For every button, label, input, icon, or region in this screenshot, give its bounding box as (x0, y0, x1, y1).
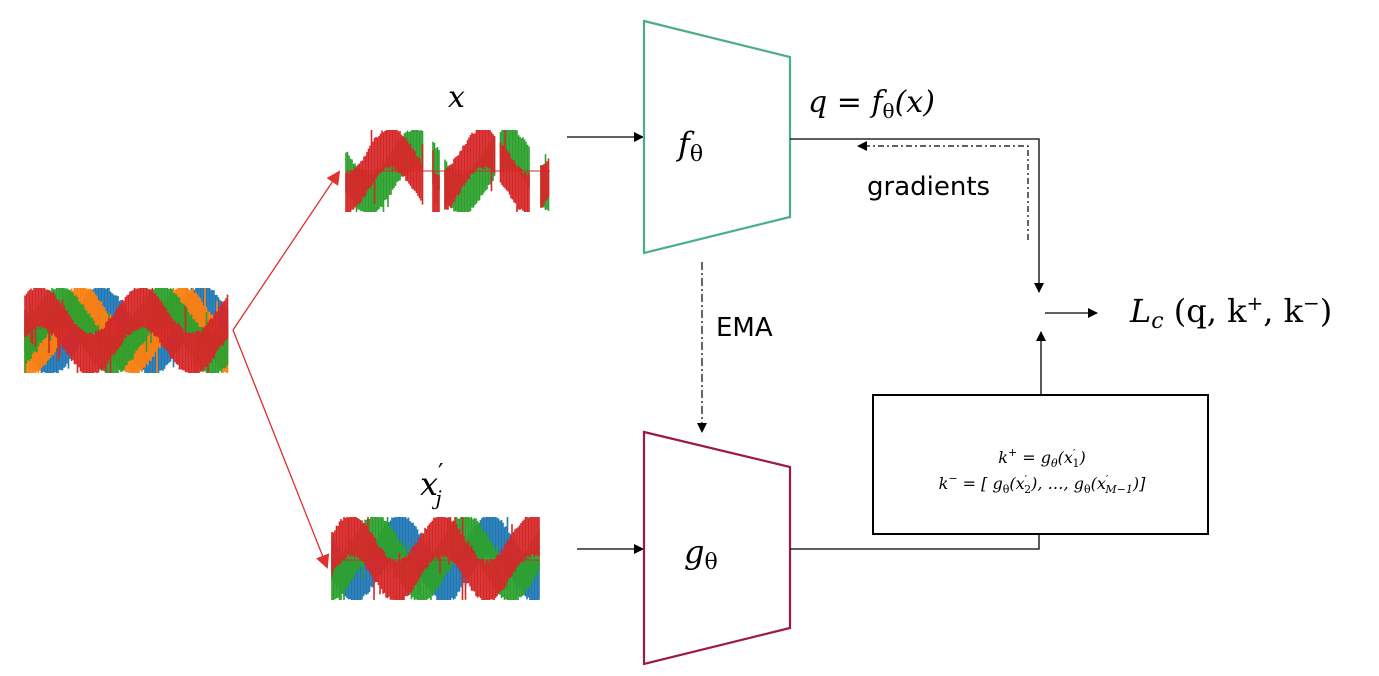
original-signal-image (24, 288, 229, 373)
gradients-label: gradients (867, 172, 990, 202)
kminus-equation: k− = [ gθ(x′2), …, gθ(x′M−1)] (939, 472, 1146, 496)
kplus-equation: k+ = gθ(x′1) (998, 446, 1085, 470)
augment-arrow-down (232, 329, 330, 569)
gradients-arrow (857, 141, 1029, 240)
ema-label: EMA (716, 313, 773, 343)
g-to-keys-line (790, 534, 1040, 550)
q-to-loss-line (790, 138, 1044, 293)
augmented-view-xj-image (331, 517, 540, 600)
encoder-g (642, 430, 792, 666)
encoder-g-label: gθ (684, 533, 718, 575)
q-output-label: q = fθ(x) (808, 85, 935, 123)
augmented-view-x-image (345, 130, 550, 212)
view-xj-label: x′j (420, 459, 444, 510)
encoder-f (642, 19, 792, 255)
keys-box (872, 394, 1209, 535)
augment-arrow-up (232, 170, 341, 331)
loss-label: Lc (q, k+, k−) (1129, 291, 1332, 334)
view-x-label: x (448, 80, 465, 115)
